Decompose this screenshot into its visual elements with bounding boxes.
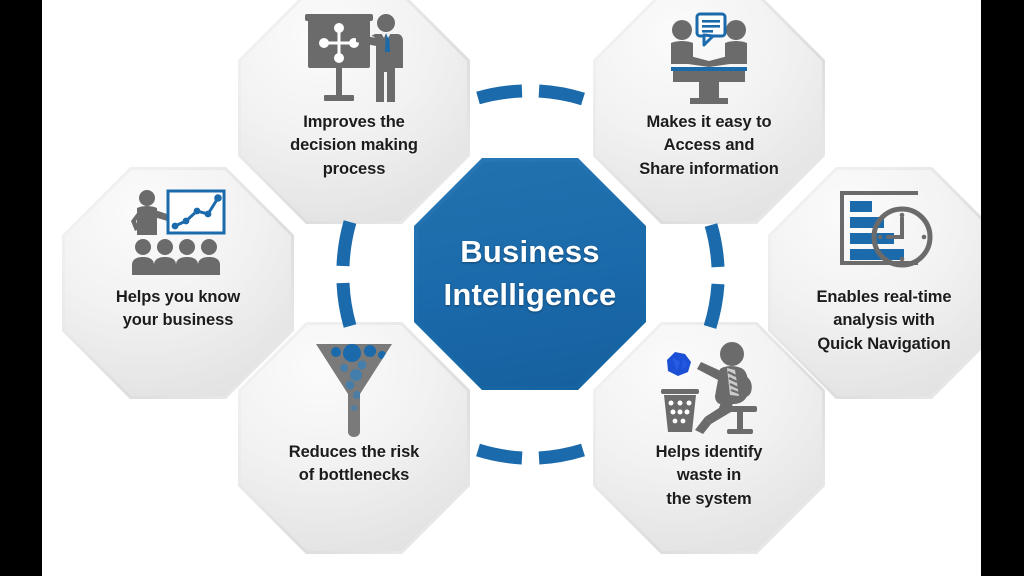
label-line: Helps you know [115,288,241,306]
node-label: Helps identify waste in the system [612,441,807,511]
label-line: Makes it easy to [646,113,772,131]
label-line: your business [122,311,234,330]
funnel-icon [298,341,410,437]
node-reduces-bottlenecks[interactable]: Reduces the risk of bottlenecks [238,322,470,554]
node-access-share-information[interactable]: Makes it easy to Access and Share inform… [593,0,825,224]
node-label: Reduces the risk of bottlenecks [257,441,452,488]
node-label: Enables real-time analysis with Quick Na… [787,286,982,356]
label-line: Access and [663,136,755,155]
center-title-line-1: Business [460,234,600,270]
label-line: waste in [676,466,742,485]
label-line: Enables real-time [816,288,952,306]
center-title-line-2: Intelligence [443,277,617,312]
center-node-business-intelligence[interactable]: Business Intelligence [414,158,646,390]
label-line: Reduces the risk [288,443,420,461]
label-line: process [322,159,386,178]
label-line: Share information [639,159,779,178]
person-throwing-paper-trash-icon [653,341,765,437]
label-line: the system [666,489,752,508]
node-label: Helps you know your business [81,286,276,333]
presenter-flipchart-icon [298,11,410,107]
node-identify-waste[interactable]: Helps identify waste in the system [593,322,825,554]
node-label: Makes it easy to Access and Share inform… [612,111,807,181]
letterbox-bar-right [981,0,1024,576]
label-line: Quick Navigation [817,334,951,353]
label-line: Improves the [303,113,405,131]
node-label: Improves the decision making process [257,111,452,181]
meeting-speech-bubble-icon [653,11,765,107]
label-line: analysis with [833,311,935,330]
letterbox-bar-left [0,0,42,576]
node-know-your-business[interactable]: Helps you know your business [62,167,294,399]
node-improves-decision-making[interactable]: Improves the decision making process [238,0,470,224]
presentation-audience-chart-icon [122,186,234,282]
bar-chart-clock-icon [828,186,940,282]
label-line: decision making [290,136,418,155]
node-real-time-analysis[interactable]: Enables real-time analysis with Quick Na… [768,167,1000,399]
label-line: Helps identify [655,443,763,461]
label-line: of bottlenecks [298,466,410,485]
